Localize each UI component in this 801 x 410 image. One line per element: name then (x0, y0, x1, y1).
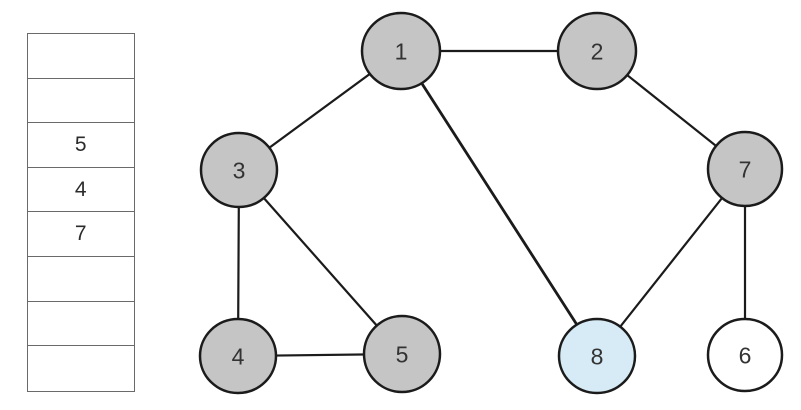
stack-cell-3: 4 (28, 168, 134, 213)
graph-node-6: 6 (706, 317, 784, 393)
graph-node-circle-7 (706, 130, 784, 208)
graph-node-5: 5 (362, 314, 442, 394)
graph-node-label-8: 8 (591, 343, 604, 369)
graph-node-1: 1 (360, 11, 442, 91)
graph-node-label-6: 6 (739, 342, 752, 368)
stack-cell-0 (28, 34, 134, 79)
graph-node-label-3: 3 (233, 157, 246, 183)
graph-node-circle-2 (556, 11, 638, 91)
graph-node-2: 2 (556, 11, 638, 91)
graph-node-7: 7 (706, 130, 784, 208)
stack-cell-2: 5 (28, 123, 134, 168)
graph-node-label-7: 7 (739, 156, 752, 182)
graph-node-label-5: 5 (396, 341, 409, 367)
graph-node-label-4: 4 (232, 343, 245, 369)
graph-node-label-1: 1 (395, 38, 408, 64)
graph-node-3: 3 (199, 131, 279, 209)
graph-node-circle-8 (557, 317, 637, 395)
graph-node-circle-4 (198, 317, 278, 395)
graph-edge-1-8 (399, 49, 599, 358)
graph-node-circle-5 (362, 314, 442, 394)
graph-node-circle-3 (199, 131, 279, 209)
graph-node-label-2: 2 (591, 38, 604, 64)
graph-node-circle-6 (706, 317, 784, 393)
graph-node-8: 8 (557, 317, 637, 395)
stack-cell-4: 7 (28, 212, 134, 257)
graph-edge-7-8 (595, 167, 747, 358)
graph-node-circle-1 (360, 11, 442, 91)
graph-edge-3-5 (237, 168, 404, 356)
stack-cell-5 (28, 257, 134, 302)
stack-cell-6 (28, 302, 134, 347)
stack-cell-1 (28, 79, 134, 124)
graph-node-4: 4 (198, 317, 278, 395)
